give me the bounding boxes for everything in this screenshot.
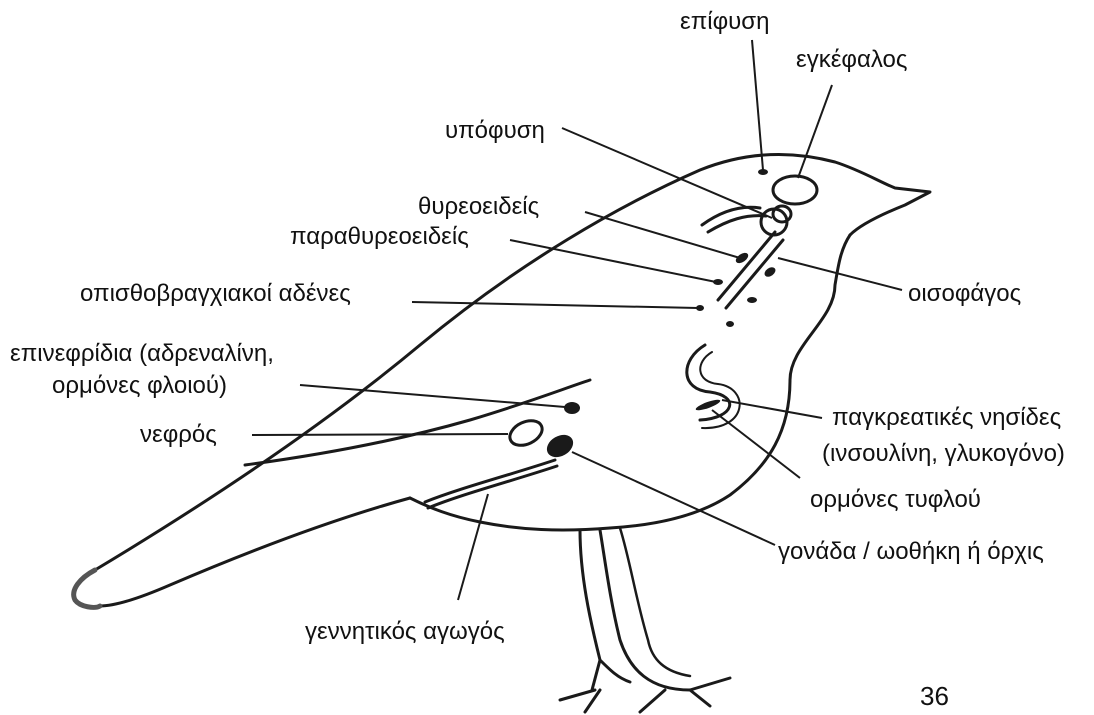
label-parathyroid: παραθυρεοειδείς <box>290 223 469 251</box>
label-esophagus: οισοφάγος <box>908 280 1021 308</box>
leader-genital-duct <box>458 494 488 600</box>
label-thyroid: θυρεοειδείς <box>418 193 539 221</box>
leader-cecal <box>712 410 800 478</box>
leader-thyroid <box>585 212 740 258</box>
bird-leg-inner <box>620 528 690 676</box>
leader-parathyroid <box>510 240 716 282</box>
leader-brain <box>798 85 832 178</box>
bird-throat-outline <box>610 235 850 528</box>
leader-gonad <box>572 452 775 545</box>
label-adrenal-line2: ορμόνες φλοιού) <box>52 372 227 400</box>
leader-hypophysis <box>562 128 772 218</box>
label-cecal: ορμόνες τυφλού <box>810 486 981 514</box>
leader-adrenal <box>300 385 565 407</box>
leader-kidney <box>252 434 508 435</box>
genital-duct-b <box>428 466 557 508</box>
label-hypophysis: υπόφυση <box>445 117 545 145</box>
genital-duct-a <box>425 460 555 502</box>
label-genital-duct: γεννητικός αγωγός <box>305 618 505 646</box>
brain-lobe <box>773 206 791 222</box>
label-kidney: νεφρός <box>140 421 217 449</box>
page-number: 36 <box>920 682 949 710</box>
label-epiphysis: επίφυση <box>680 8 769 36</box>
bird-tail-outline <box>100 498 410 606</box>
label-brain: εγκέφαλος <box>796 46 907 74</box>
gonad-shape <box>543 430 577 461</box>
label-adrenal-line1: επινεφρίδια (αδρεναλίνη, <box>10 340 274 368</box>
bird-tail-tip <box>74 570 100 607</box>
label-pancreatic-line2: (ινσουλίνη, γλυκογόνο) <box>822 440 1065 468</box>
esophagus-line-a <box>718 232 775 300</box>
esophagus-dot <box>726 321 734 327</box>
parathyroid-dot-2 <box>747 297 757 303</box>
bird-leg-left <box>560 530 630 712</box>
label-ultimobranchial: οπισθοβραγχιακοί αδένες <box>80 280 351 308</box>
kidney-shape <box>506 416 546 450</box>
brain-shape <box>773 176 817 204</box>
leader-ultimobranchial <box>412 302 698 308</box>
thyroid-dot-2 <box>763 265 777 278</box>
leader-epiphysis <box>752 40 763 170</box>
bird-leg-right <box>600 530 730 712</box>
pancreas-shape <box>695 398 721 413</box>
label-pancreatic-line1: παγκρεατικές νησίδες <box>832 404 1061 432</box>
adrenal-shape <box>564 402 580 414</box>
label-gonad: γονάδα / ωοθήκη ή όρχις <box>778 538 1044 566</box>
